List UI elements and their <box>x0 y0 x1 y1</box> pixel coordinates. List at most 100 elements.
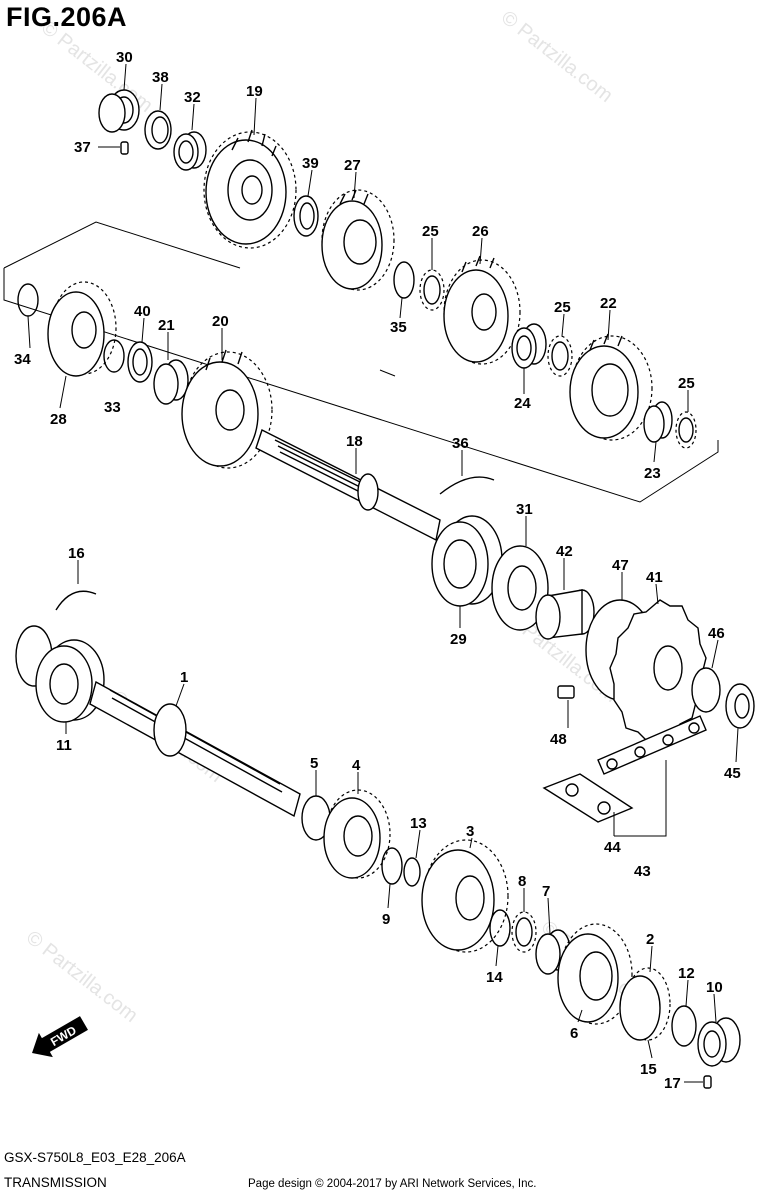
part-30-needle-bearing <box>98 89 140 133</box>
callout-30: 30 <box>116 49 133 66</box>
model-code: GSX-S750L8_E03_E28_206A <box>4 1150 186 1165</box>
part-44-chain-joint <box>542 773 634 823</box>
callout-3: 3 <box>466 823 474 840</box>
part-10-needle-bearing <box>697 1017 741 1067</box>
assembly-frame-top <box>3 221 241 269</box>
callout-27: 27 <box>344 157 361 174</box>
part-21-bushing <box>153 359 189 405</box>
callout-17: 17 <box>664 1075 681 1092</box>
part-27-gear <box>321 189 395 291</box>
callout-32: 32 <box>184 89 201 106</box>
part-24-needle-bearing <box>511 323 547 369</box>
part-22-gear <box>569 333 653 441</box>
callout-labels: 30 38 32 19 37 39 27 25 26 35 40 21 20 3… <box>14 49 741 1092</box>
figure-title: FIG.206A <box>6 2 128 32</box>
callout-31: 31 <box>516 501 533 518</box>
part-43-drive-chain <box>597 715 707 775</box>
part-16-circlip <box>55 590 97 611</box>
watermark: © Partzilla.com <box>497 7 617 107</box>
callout-23: 23 <box>644 465 661 482</box>
part-6-gear <box>557 923 633 1025</box>
part-29-ball-bearing <box>431 515 503 607</box>
part-32-bushing <box>173 131 207 171</box>
assembly-frame <box>3 268 719 503</box>
copyright-notice: Page design © 2004-2017 by ARI Network S… <box>248 1178 537 1190</box>
watermark: © Partzilla.com <box>22 927 142 1027</box>
callout-16: 16 <box>68 545 85 562</box>
part-39-washer <box>293 195 319 237</box>
callout-8: 8 <box>518 873 526 890</box>
callout-22: 22 <box>600 295 617 312</box>
part-17-pin <box>703 1075 712 1089</box>
callout-4: 4 <box>352 757 361 774</box>
callout-24: 24 <box>514 395 531 412</box>
forward-arrow-icon: FWD <box>32 1016 88 1058</box>
callout-39: 39 <box>302 155 319 172</box>
part-13-circlip <box>403 857 421 887</box>
part-46-washer <box>691 667 721 713</box>
part-25-splined-washer <box>547 335 573 377</box>
callout-1: 1 <box>180 669 188 686</box>
part-36-circlip <box>439 476 495 495</box>
callout-19: 19 <box>246 83 263 100</box>
part-14-washer <box>489 909 511 947</box>
part-40-washer <box>127 341 153 383</box>
callout-45: 45 <box>724 765 741 782</box>
part-26-gear <box>443 255 521 365</box>
callout-13: 13 <box>410 815 427 832</box>
callout-26: 26 <box>472 223 489 240</box>
callout-44: 44 <box>604 839 621 856</box>
part-18-countershaft <box>255 429 441 542</box>
part-25-splined-washer <box>419 269 445 311</box>
callout-46: 46 <box>708 625 725 642</box>
callout-43: 43 <box>634 863 651 880</box>
callout-25-top: 25 <box>422 223 439 240</box>
part-45-nut <box>725 683 755 729</box>
callout-29: 29 <box>450 631 467 648</box>
callout-14: 14 <box>486 969 503 986</box>
part-2-gear <box>619 967 671 1041</box>
part-42-spacer <box>535 589 595 640</box>
part-35-circlip <box>393 261 415 299</box>
part-28-gear <box>47 281 117 377</box>
part-9-circlip <box>381 847 403 885</box>
callout-37: 37 <box>74 139 91 156</box>
part-33-washer <box>103 339 125 373</box>
callout-18: 18 <box>346 433 363 450</box>
section-name: TRANSMISSION <box>4 1175 107 1190</box>
callout-20: 20 <box>212 313 229 330</box>
part-1-main-shaft <box>89 680 301 818</box>
callout-7: 7 <box>542 883 550 900</box>
part-31-oil-seal <box>491 545 549 631</box>
part-38-washer <box>144 110 172 150</box>
part-25-splined-washer <box>675 411 697 449</box>
leader-lines <box>27 63 739 1059</box>
callout-12: 12 <box>678 965 695 982</box>
callout-5: 5 <box>310 755 318 772</box>
part-20-gear <box>181 349 273 469</box>
part-19-gear <box>203 129 297 249</box>
callout-41: 41 <box>646 569 663 586</box>
callout-38: 38 <box>152 69 169 86</box>
part-37-pin <box>120 141 129 155</box>
callout-6: 6 <box>570 1025 578 1042</box>
callout-10: 10 <box>706 979 723 996</box>
callout-15: 15 <box>640 1061 657 1078</box>
callout-48: 48 <box>550 731 567 748</box>
callout-9: 9 <box>382 911 390 928</box>
part-23-needle-bearing <box>643 401 673 443</box>
part-3-gear <box>421 839 509 953</box>
part-11-ball-bearing <box>15 625 105 723</box>
callout-40: 40 <box>134 303 151 320</box>
part-34-circlip <box>17 283 39 317</box>
callout-34: 34 <box>14 351 31 368</box>
callout-36: 36 <box>452 435 469 452</box>
part-12-washer <box>671 1005 697 1047</box>
callout-28: 28 <box>50 411 67 428</box>
callout-47: 47 <box>612 557 629 574</box>
callout-21: 21 <box>158 317 175 334</box>
part-48-bolt <box>557 685 575 728</box>
part-4-gear <box>323 789 391 879</box>
part-8-splined-washer <box>511 911 537 953</box>
